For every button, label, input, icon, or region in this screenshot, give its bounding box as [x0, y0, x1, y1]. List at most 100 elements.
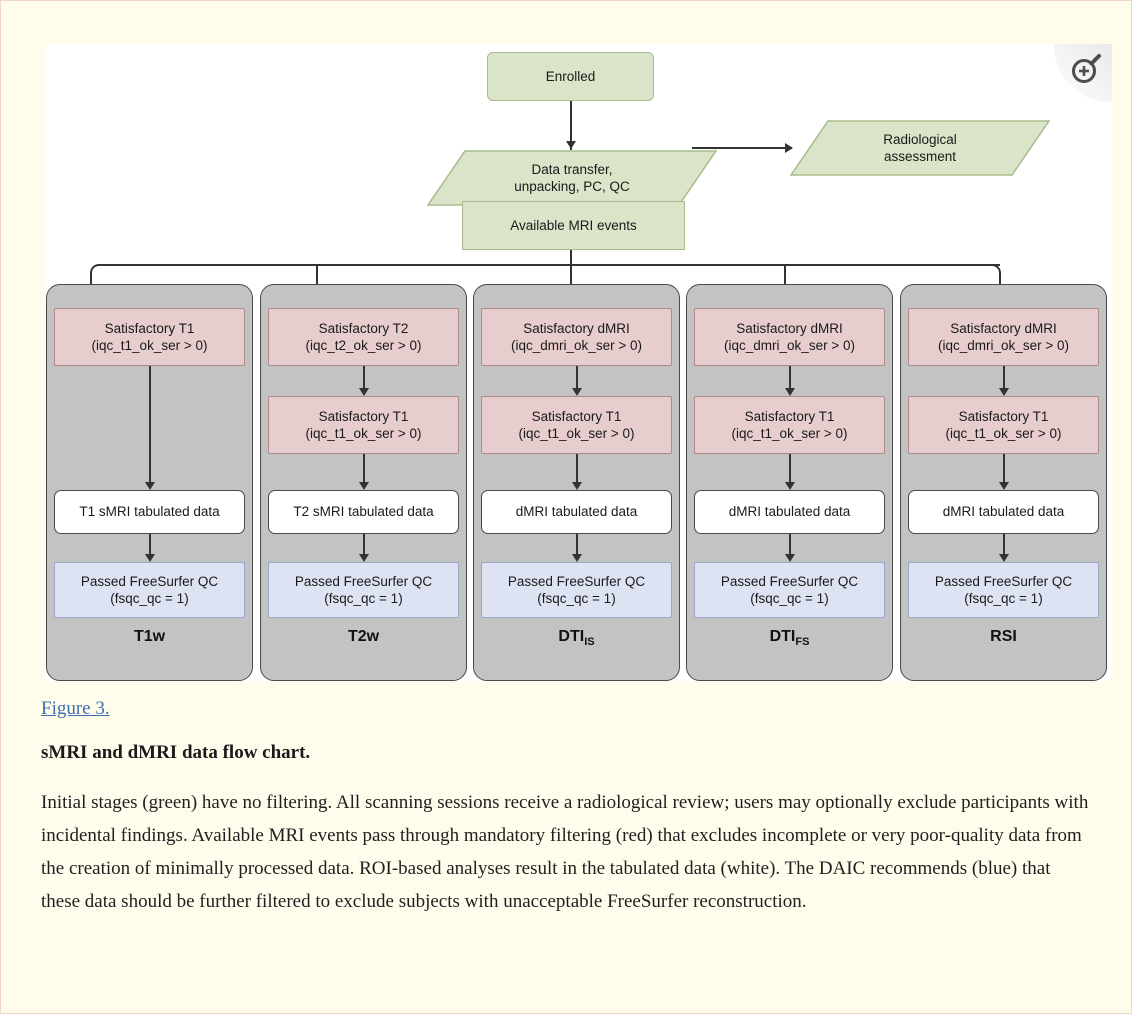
- filter-box-t2w-2: Satisfactory T1 (iqc_t1_ok_ser > 0): [268, 396, 459, 454]
- column-label-dti-fs: DTIFS: [686, 628, 893, 648]
- arrow-dti-fs-tab-qc-head: [784, 554, 795, 562]
- arrow-dti-is-f2-tab-head: [571, 482, 582, 490]
- arrow-dti-fs-f1-f2: [788, 366, 791, 389]
- qc-box-t2w: Passed FreeSurfer QC (fsqc_qc = 1): [268, 562, 459, 618]
- filter-box-dti-fs-2-label: Satisfactory T1 (iqc_t1_ok_ser > 0): [731, 408, 848, 441]
- arrow-dti-fs-f2-tab: [788, 454, 791, 483]
- filter-box-dti-fs-1-label: Satisfactory dMRI (iqc_dmri_ok_ser > 0): [724, 320, 855, 353]
- filter-box-rsi-1-label: Satisfactory dMRI (iqc_dmri_ok_ser > 0): [938, 320, 1069, 353]
- arrow-dti-fs-f2-tab-head: [784, 482, 795, 490]
- tabulated-box-t2w-label: T2 sMRI tabulated data: [293, 504, 434, 520]
- qc-box-rsi-label: Passed FreeSurfer QC (fsqc_qc = 1): [934, 573, 1073, 606]
- filter-box-t2w-2-label: Satisfactory T1 (iqc_t1_ok_ser > 0): [305, 408, 422, 441]
- figure-title: sMRI and dMRI data flow chart.: [41, 742, 311, 763]
- qc-box-t2w-label: Passed FreeSurfer QC (fsqc_qc = 1): [294, 573, 433, 606]
- filter-box-dti-is-1: Satisfactory dMRI (iqc_dmri_ok_ser > 0): [481, 308, 672, 366]
- node-available-mri-events: Available MRI events: [462, 201, 685, 250]
- figure-panel: Enrolled Data transfer, unpacking, PC, Q…: [45, 44, 1112, 681]
- column-label-text-dti-fs: DTI: [769, 628, 796, 645]
- column-label-dti-is: DTIIS: [473, 628, 680, 648]
- qc-box-t1w-label: Passed FreeSurfer QC (fsqc_qc = 1): [80, 573, 219, 606]
- arrow-t2w-f2-tab: [362, 454, 365, 483]
- filter-box-t1w-1: Satisfactory T1 (iqc_t1_ok_ser > 0): [54, 308, 245, 366]
- arrowhead-transfer-to-radiological: [785, 143, 793, 153]
- tabulated-box-rsi: dMRI tabulated data: [908, 490, 1099, 534]
- connector-transfer-to-radiological: [692, 147, 792, 149]
- node-enrolled: Enrolled: [487, 52, 654, 101]
- arrow-rsi-f2-tab-head: [998, 482, 1009, 490]
- tabulated-box-t1w-label: T1 sMRI tabulated data: [79, 504, 220, 520]
- tabulated-box-dti-fs: dMRI tabulated data: [694, 490, 885, 534]
- filter-box-dti-fs-1: Satisfactory dMRI (iqc_dmri_ok_ser > 0): [694, 308, 885, 366]
- tabulated-box-dti-fs-label: dMRI tabulated data: [728, 504, 851, 520]
- column-label-t2w: T2w: [260, 628, 467, 646]
- tabulated-box-t1w: T1 sMRI tabulated data: [54, 490, 245, 534]
- arrow-dti-is-tab-qc-head: [571, 554, 582, 562]
- arrow-rsi-f1-f2-head: [998, 388, 1009, 396]
- node-data-transfer: Data transfer, unpacking, PC, QC: [427, 150, 717, 206]
- column-label-t1w: T1w: [46, 628, 253, 646]
- arrow-t2w-f2-tab-head: [358, 482, 369, 490]
- arrow-dti-fs-f1-f2-head: [784, 388, 795, 396]
- arrow-dti-is-f2-tab: [575, 454, 578, 483]
- arrowhead-enrolled-to-transfer: [566, 141, 576, 149]
- arrow-t1w-tab-qc-head: [144, 554, 155, 562]
- filter-box-rsi-1: Satisfactory dMRI (iqc_dmri_ok_ser > 0): [908, 308, 1099, 366]
- arrow-rsi-tab-qc-head: [998, 554, 1009, 562]
- qc-box-t1w: Passed FreeSurfer QC (fsqc_qc = 1): [54, 562, 245, 618]
- filter-box-t2w-1-label: Satisfactory T2 (iqc_t2_ok_ser > 0): [305, 320, 422, 353]
- qc-box-rsi: Passed FreeSurfer QC (fsqc_qc = 1): [908, 562, 1099, 618]
- qc-box-dti-is: Passed FreeSurfer QC (fsqc_qc = 1): [481, 562, 672, 618]
- column-label-rsi: RSI: [900, 628, 1107, 646]
- filter-box-dti-is-2: Satisfactory T1 (iqc_t1_ok_ser > 0): [481, 396, 672, 454]
- filter-box-dti-is-1-label: Satisfactory dMRI (iqc_dmri_ok_ser > 0): [511, 320, 642, 353]
- arrow-dti-is-f1-f2-head: [571, 388, 582, 396]
- arrow-t1w-f1-tab-head: [144, 482, 155, 490]
- qc-box-dti-fs: Passed FreeSurfer QC (fsqc_qc = 1): [694, 562, 885, 618]
- filter-box-t1w-1-label: Satisfactory T1 (iqc_t1_ok_ser > 0): [91, 320, 208, 353]
- arrow-t2w-tab-qc-head: [358, 554, 369, 562]
- column-label-sub-dti-is: IS: [584, 636, 595, 649]
- radiological-shape: [790, 120, 1050, 176]
- filter-box-t2w-1: Satisfactory T2 (iqc_t2_ok_ser > 0): [268, 308, 459, 366]
- column-label-text-t1w: T1w: [133, 628, 166, 645]
- magnifier-glyph: [1072, 54, 1101, 83]
- zoom-in-magnifier-icon[interactable]: [1054, 44, 1112, 102]
- arrow-dti-is-f1-f2: [575, 366, 578, 389]
- column-label-sub-dti-fs: FS: [795, 636, 810, 649]
- arrow-dti-fs-tab-qc: [788, 534, 791, 555]
- bus-corner-right: [992, 264, 1001, 273]
- figure-description: Initial stages (green) have no filtering…: [41, 792, 1089, 912]
- figure-caption: Figure 3. sMRI and dMRI data flow chart.…: [41, 698, 1091, 918]
- node-data-transfer-label: Data transfer, unpacking, PC, QC: [514, 161, 630, 194]
- qc-box-dti-is-label: Passed FreeSurfer QC (fsqc_qc = 1): [507, 573, 646, 606]
- arrow-t2w-f1-f2: [362, 366, 365, 389]
- arrow-t1w-f1-tab: [148, 366, 151, 483]
- arrow-rsi-f1-f2: [1002, 366, 1005, 389]
- bus-horizontal-right: [570, 264, 1000, 266]
- filter-box-dti-fs-2: Satisfactory T1 (iqc_t1_ok_ser > 0): [694, 396, 885, 454]
- arrow-t2w-f1-f2-head: [358, 388, 369, 396]
- tabulated-box-dti-is-label: dMRI tabulated data: [515, 504, 638, 520]
- column-label-text-dti-is: DTI: [558, 628, 585, 645]
- filter-box-rsi-2-label: Satisfactory T1 (iqc_t1_ok_ser > 0): [945, 408, 1062, 441]
- node-radiological-assessment: Radiological assessment: [790, 120, 1050, 176]
- filter-box-rsi-2: Satisfactory T1 (iqc_t1_ok_ser > 0): [908, 396, 1099, 454]
- column-label-text-t2w: T2w: [347, 628, 380, 645]
- node-radiological-label: Radiological assessment: [883, 131, 957, 164]
- arrow-t2w-tab-qc: [362, 534, 365, 555]
- bus-horizontal-left: [98, 264, 578, 266]
- arrow-rsi-tab-qc: [1002, 534, 1005, 555]
- bus-stem: [570, 250, 572, 266]
- figure-link[interactable]: Figure 3.: [41, 698, 110, 719]
- arrow-rsi-f2-tab: [1002, 454, 1005, 483]
- bus-corner-left: [90, 264, 99, 273]
- column-label-text-rsi: RSI: [990, 628, 1017, 645]
- arrow-t1w-tab-qc: [148, 534, 151, 555]
- filter-box-dti-is-2-label: Satisfactory T1 (iqc_t1_ok_ser > 0): [518, 408, 635, 441]
- tabulated-box-dti-is: dMRI tabulated data: [481, 490, 672, 534]
- tabulated-box-t2w: T2 sMRI tabulated data: [268, 490, 459, 534]
- node-available-mri-label: Available MRI events: [510, 217, 637, 233]
- tabulated-box-rsi-label: dMRI tabulated data: [942, 504, 1065, 520]
